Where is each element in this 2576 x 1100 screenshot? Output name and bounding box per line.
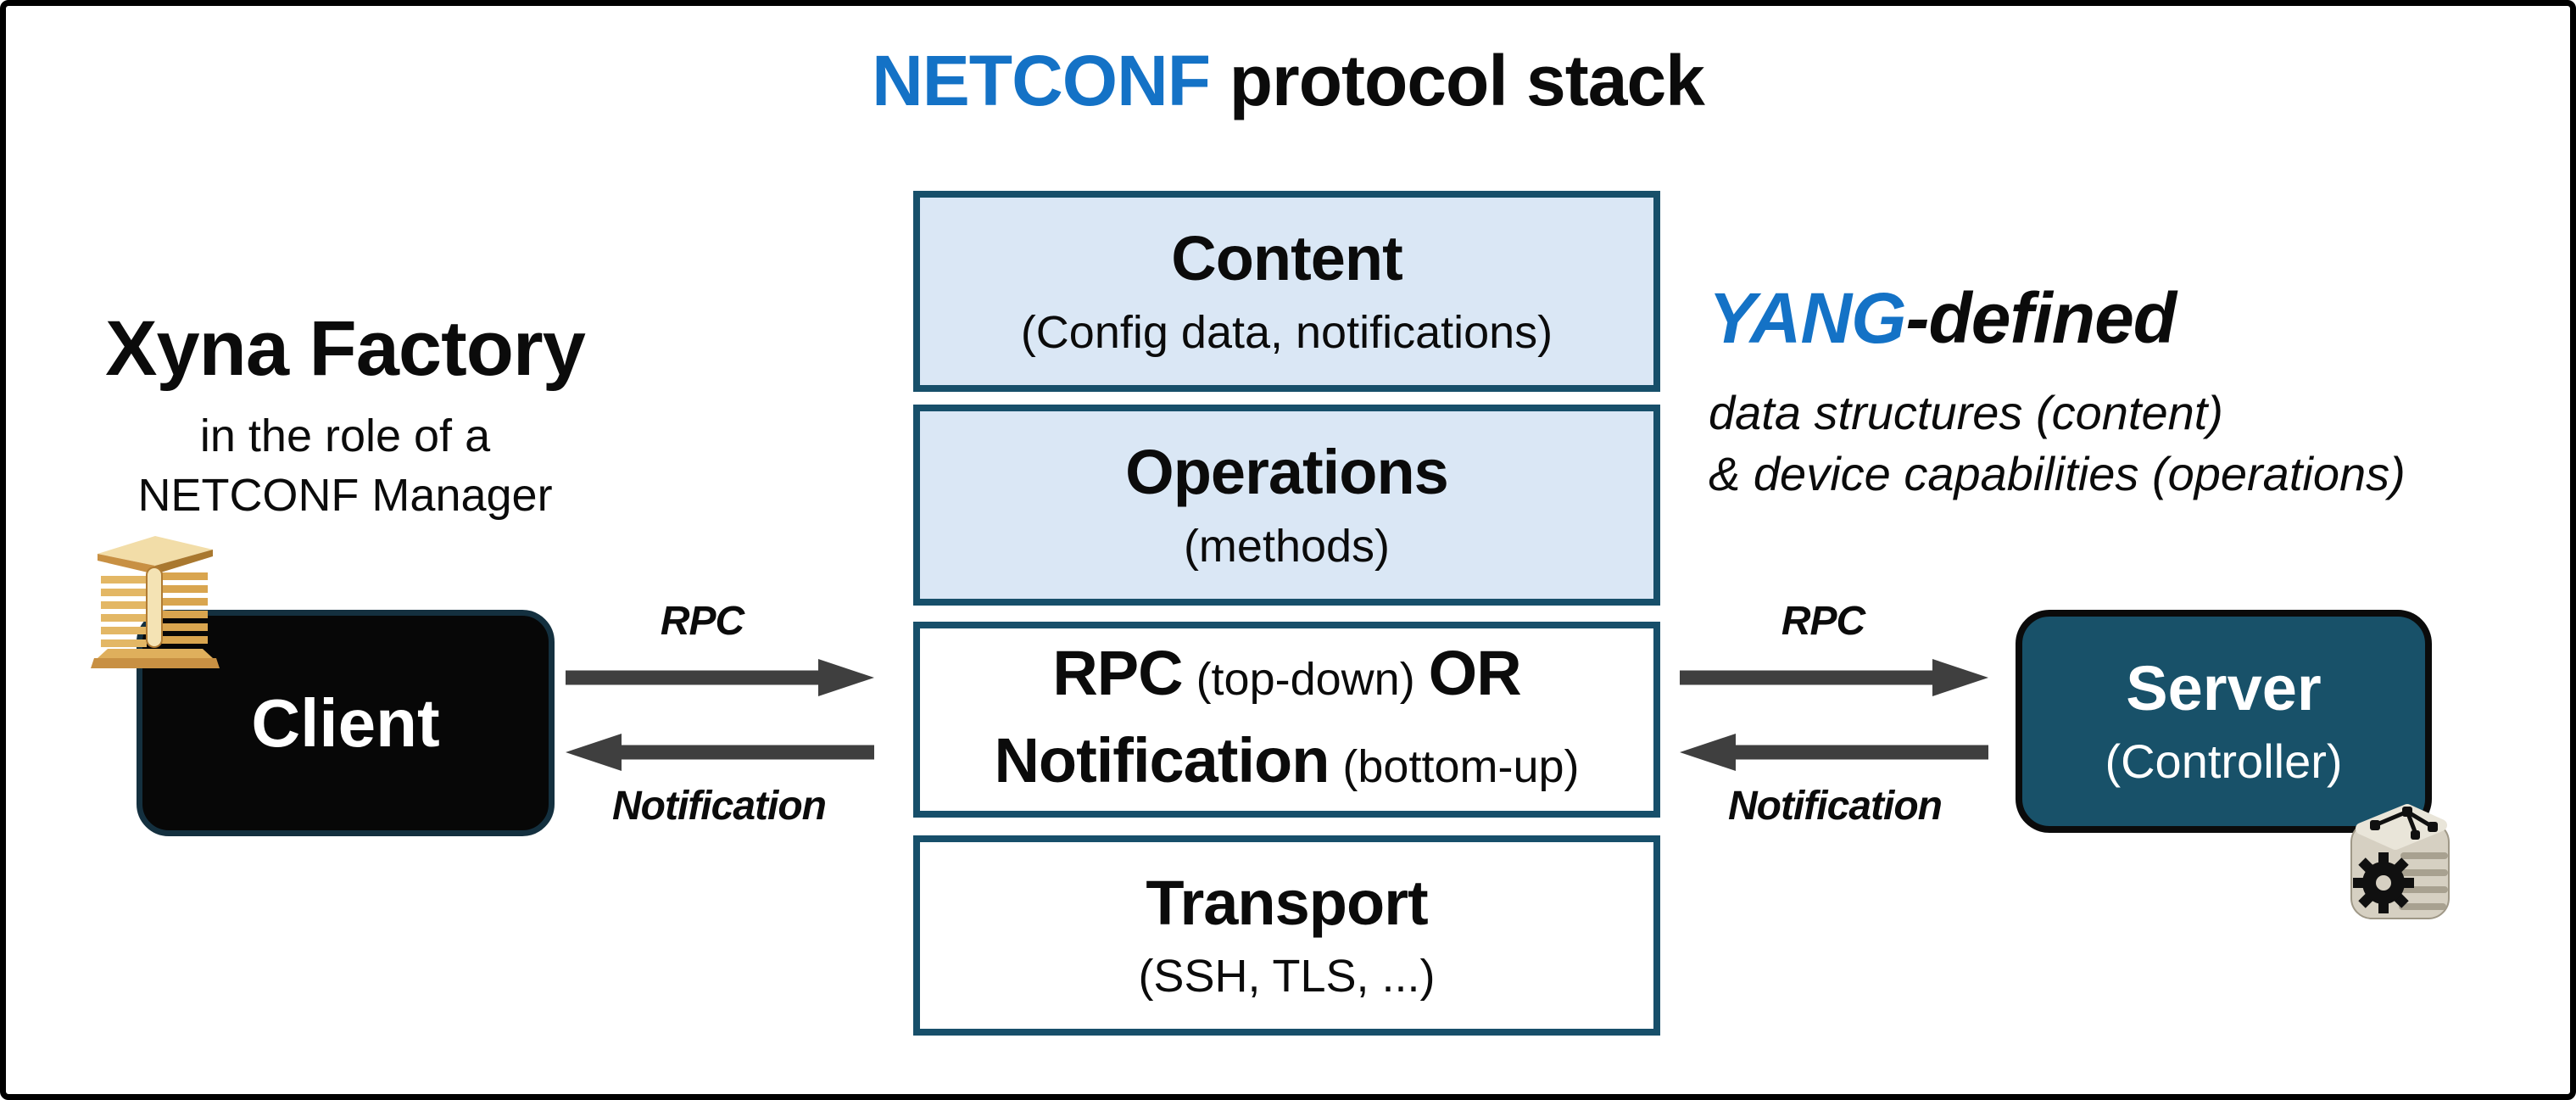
layer-content-title: Content [1171, 223, 1402, 294]
client-box: Client [137, 610, 555, 836]
server-sublabel: (Controller) [2105, 734, 2343, 788]
rpc-arrow-right-icon [1680, 652, 1988, 703]
title-rest: protocol stack [1229, 41, 1705, 120]
server-gear-stack-icon [2333, 798, 2467, 930]
title-brand: NETCONF [872, 41, 1211, 120]
yang-heading: YANG-defined [1709, 279, 2540, 357]
notification-arrow-left-icon [1680, 727, 1988, 778]
stack-layer-messages: RPC(top-down)OR Notification(bottom-up) [913, 622, 1660, 818]
notification-arrow-left-icon [566, 727, 874, 778]
layer-transport-title: Transport [1146, 867, 1428, 938]
client-heading: Xyna Factory [105, 305, 586, 392]
server-label: Server [2126, 653, 2322, 724]
rpc-label-left: RPC [660, 599, 744, 644]
stack-layer-transport: Transport (SSH, TLS, ...) [913, 835, 1660, 1036]
notification-label-right: Notification [1728, 784, 1943, 829]
rpc-label-right: RPC [1781, 599, 1865, 644]
yang-line1: data structures (content) [1709, 386, 2223, 440]
yang-word: YANG [1709, 278, 1906, 358]
stack-layer-operations: Operations (methods) [913, 405, 1660, 606]
yang-defined-word: -defined [1905, 278, 2177, 358]
server-box: Server (Controller) [2016, 610, 2432, 833]
client-role-line1: in the role of a [199, 410, 491, 461]
notification-note: (bottom-up) [1342, 740, 1580, 792]
notification-word: Notification [994, 724, 1330, 796]
layer-operations-subtitle: (methods) [1183, 520, 1391, 572]
stack-layer-content: Content (Config data, notifications) [913, 191, 1660, 392]
rpc-arrow-right-icon [566, 652, 874, 703]
notification-label-left: Notification [612, 784, 827, 829]
client-label: Client [251, 684, 440, 761]
yang-annotation: YANG-defined data structures (content) &… [1709, 279, 2540, 505]
rpc-note: (top-down) [1196, 653, 1415, 705]
or-word: OR [1428, 637, 1522, 708]
xyna-factory-building-icon [91, 530, 220, 673]
layer-transport-subtitle: (SSH, TLS, ...) [1138, 951, 1436, 1002]
layer-messages-line2: Notification(bottom-up) [994, 720, 1579, 807]
rpc-word: RPC [1052, 637, 1183, 708]
yang-line2: & device capabilities (operations) [1709, 447, 2406, 501]
client-role-line2: NETCONF Manager [137, 470, 553, 521]
layer-operations-title: Operations [1125, 437, 1449, 508]
client-role-text: in the role of a NETCONF Manager [99, 406, 591, 525]
layer-content-subtitle: (Config data, notifications) [1020, 306, 1553, 358]
layer-messages-line1: RPC(top-down)OR [1052, 633, 1522, 720]
